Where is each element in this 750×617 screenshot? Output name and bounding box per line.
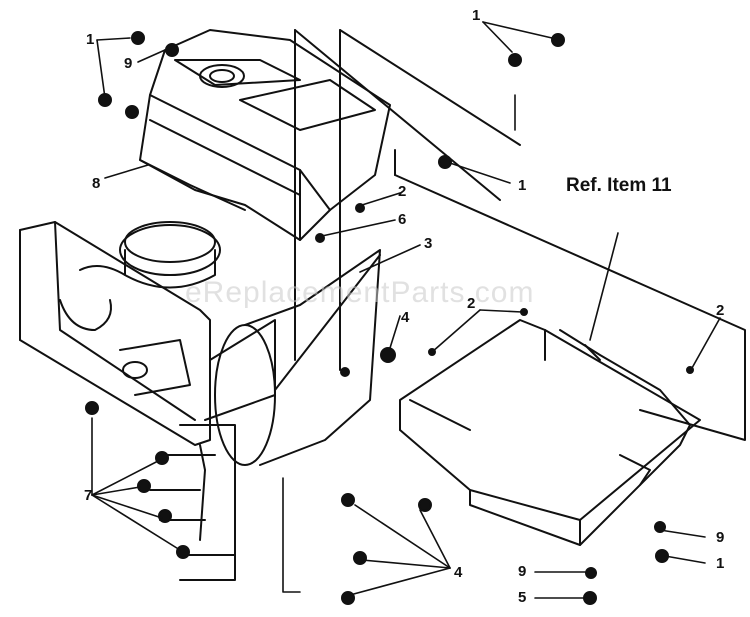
callout-5: 5 xyxy=(518,589,527,606)
callout-9-bottom-right: 9 xyxy=(716,529,725,546)
callout-2-far-right: 2 xyxy=(716,302,725,319)
part-8-housing xyxy=(139,29,391,241)
callout-9-top-left: 9 xyxy=(124,55,133,72)
callout-1-right-mid: 1 xyxy=(518,177,527,194)
callout-1-top-left: 1 xyxy=(86,31,95,48)
callout-2-panel: 2 xyxy=(467,295,476,312)
part-7-brackets xyxy=(149,424,236,581)
callout-6: 6 xyxy=(398,211,407,228)
callout-4-mid: 4 xyxy=(401,309,410,326)
callout-9-bottom-mid: 9 xyxy=(518,563,527,580)
callout-1-top-right: 1 xyxy=(472,7,481,24)
callout-3: 3 xyxy=(424,235,433,252)
part-3-drum xyxy=(204,249,381,466)
reference-label: Ref. Item 11 xyxy=(566,175,672,196)
fasteners xyxy=(85,31,694,605)
chassis-plate xyxy=(399,319,701,546)
watermark: eReplacementParts.com xyxy=(185,276,535,309)
leader-lines xyxy=(91,21,721,599)
callout-2-center: 2 xyxy=(398,183,407,200)
callout-8: 8 xyxy=(92,175,101,192)
callout-4-bottom: 4 xyxy=(454,564,463,581)
callout-7: 7 xyxy=(84,487,93,504)
engine-frame xyxy=(19,221,221,446)
guide-plates xyxy=(294,29,521,371)
callout-1-bottom-right: 1 xyxy=(716,555,725,572)
